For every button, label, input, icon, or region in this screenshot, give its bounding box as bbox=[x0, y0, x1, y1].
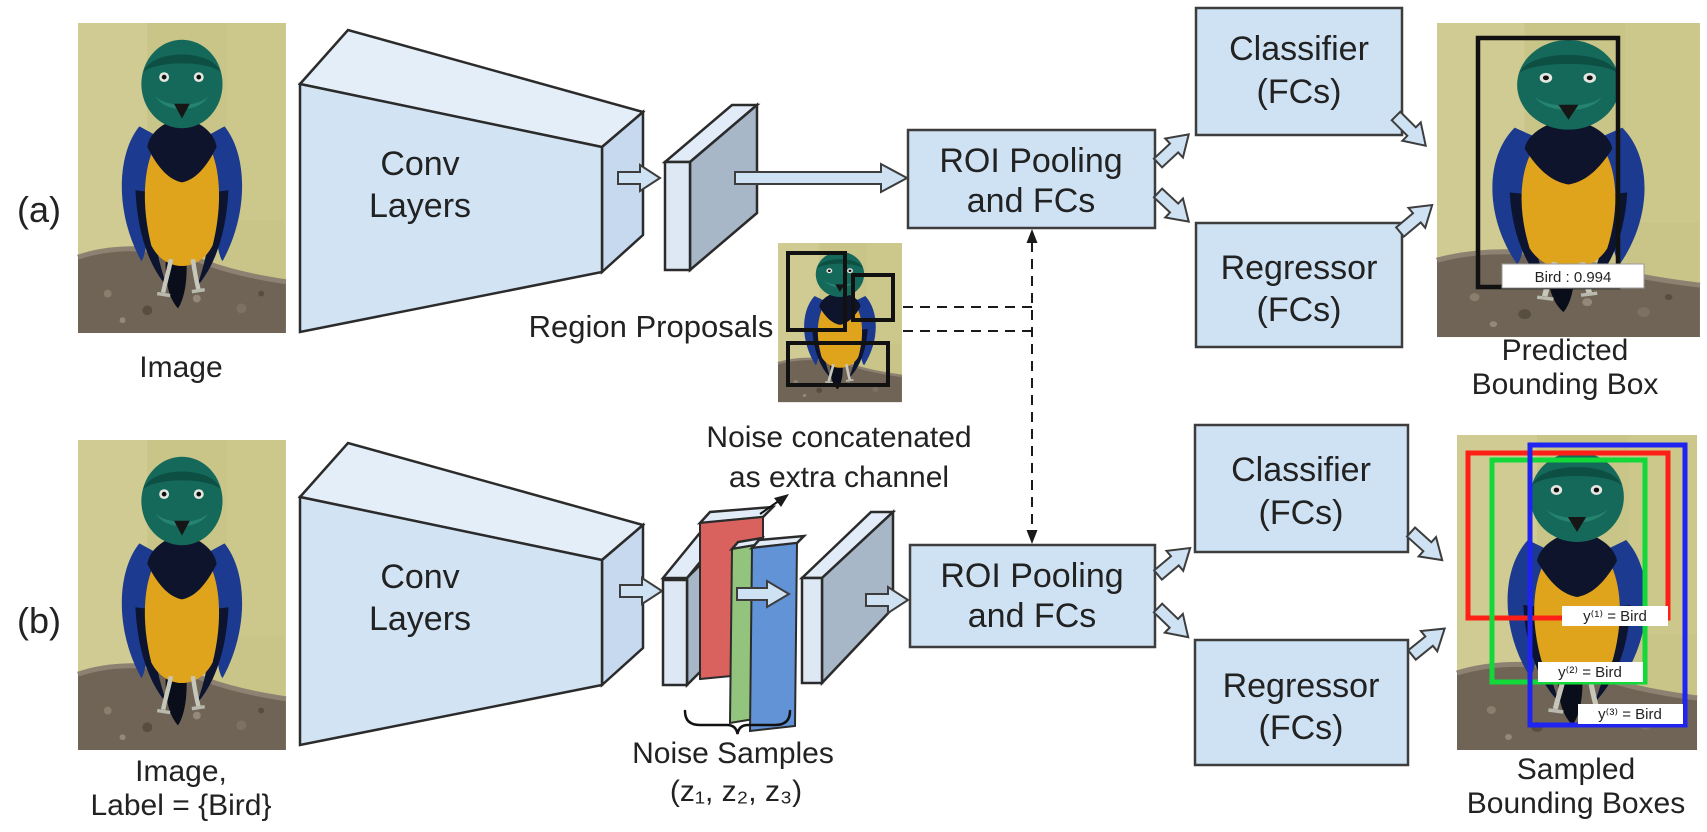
conv-layers-block-a: Conv Layers bbox=[297, 28, 646, 334]
region-proposals-label: Region Proposals bbox=[529, 309, 774, 344]
regressor-block-a: Regressor (FCs) bbox=[1194, 221, 1404, 349]
classifier-box bbox=[1193, 423, 1410, 554]
output-caption-b-line1: Sampled bbox=[1517, 753, 1635, 786]
roi-pooling-block-b: ROI Pooling and FCs bbox=[908, 543, 1157, 649]
region-proposals-thumbnail bbox=[776, 241, 904, 404]
conv-label-line1: Conv bbox=[380, 558, 459, 596]
feature-map-a bbox=[661, 102, 761, 273]
input-image-b-caption-line1: Image, bbox=[135, 755, 227, 788]
sampled-output-image: y⁽¹⁾ = Bird y⁽²⁾ = Bird y⁽³⁾ = Bird bbox=[1457, 435, 1697, 750]
noise-annotation-line1: Noise concatenated bbox=[706, 421, 971, 454]
conv-label-line2: Layers bbox=[369, 187, 471, 225]
arrow-roi-to-regressor-a bbox=[1148, 182, 1199, 233]
proposal-box-3 bbox=[786, 341, 890, 387]
proposal-box-1 bbox=[786, 251, 847, 332]
sampled-bbox-blue bbox=[1527, 442, 1688, 728]
feature-map-side-face bbox=[685, 560, 703, 689]
feature-map-front-face bbox=[661, 578, 689, 687]
classifier-block-a: Classifier (FCs) bbox=[1194, 6, 1404, 137]
panel-a-label: (a) bbox=[17, 189, 61, 230]
classifier-box bbox=[1194, 6, 1404, 137]
dashed-arrowhead-up-icon bbox=[1026, 229, 1038, 243]
arrow-regressor-to-output-b bbox=[1402, 617, 1454, 667]
noise-samples-line2: (z₁, z₂, z₃) bbox=[670, 775, 802, 808]
noise-samples-brace bbox=[683, 709, 792, 735]
output-caption-a-line1: Predicted bbox=[1502, 334, 1629, 367]
conv-label-line1: Conv bbox=[380, 145, 459, 183]
sample-tag-strip-2 bbox=[1538, 662, 1643, 682]
dashed-arrowhead-down-icon bbox=[1026, 530, 1038, 544]
regressor-label-line1: Regressor bbox=[1221, 249, 1378, 287]
proposal-box-2 bbox=[851, 273, 895, 322]
noise-concat-feature-stack bbox=[660, 505, 808, 733]
conv-front-face bbox=[298, 82, 604, 334]
roi-pooling-box bbox=[906, 128, 1157, 230]
classifier-label-line2: (FCs) bbox=[1259, 494, 1344, 532]
classifier-label-line2: (FCs) bbox=[1257, 73, 1342, 111]
arrow-classifier-to-output-b bbox=[1401, 521, 1452, 571]
regressor-label-line1: Regressor bbox=[1223, 667, 1380, 705]
arrow-roi-to-classifier-b bbox=[1148, 537, 1200, 586]
roi-label-line1: ROI Pooling bbox=[939, 142, 1122, 180]
regressor-label-line2: (FCs) bbox=[1259, 709, 1344, 747]
roi-label-line2: and FCs bbox=[967, 182, 1096, 220]
sample-tag-text-1: y⁽¹⁾ = Bird bbox=[1583, 608, 1647, 625]
output-caption-b-line2: Bounding Boxes bbox=[1467, 787, 1686, 820]
input-image-a bbox=[78, 23, 286, 333]
conv-front-face bbox=[298, 495, 604, 747]
panel-b-label: (b) bbox=[17, 600, 61, 641]
regressor-block-b: Regressor (FCs) bbox=[1193, 638, 1410, 767]
sample-tag-text-2: y⁽²⁾ = Bird bbox=[1558, 664, 1622, 681]
classifier-label-line1: Classifier bbox=[1229, 30, 1369, 68]
predicted-output-image: Bird : 0.994 bbox=[1437, 23, 1700, 337]
roi-label-line2: and FCs bbox=[968, 597, 1097, 635]
conv-label-line2: Layers bbox=[369, 600, 471, 638]
feature-map-front-face bbox=[663, 160, 692, 272]
regressor-box bbox=[1193, 638, 1410, 767]
sample-tag-strip-1 bbox=[1562, 606, 1668, 626]
input-image-b bbox=[78, 440, 286, 750]
regressor-box bbox=[1194, 221, 1404, 349]
noise-samples-line1: Noise Samples bbox=[632, 737, 834, 770]
noise-annotation-arrowhead-icon bbox=[774, 494, 789, 507]
proposal-dashed-connectors bbox=[903, 229, 1038, 544]
conv-layers-block-b: Conv Layers bbox=[297, 441, 646, 747]
output-caption-a-line2: Bounding Box bbox=[1472, 368, 1659, 401]
feature-map-front-face bbox=[800, 576, 824, 685]
regressor-label-line2: (FCs) bbox=[1257, 291, 1342, 329]
input-image-a-caption: Image bbox=[139, 351, 222, 384]
prediction-tag-strip bbox=[1501, 263, 1645, 289]
classifier-block-b: Classifier (FCs) bbox=[1193, 423, 1410, 554]
classifier-label-line1: Classifier bbox=[1231, 451, 1371, 489]
noise-channel-blue bbox=[748, 541, 799, 733]
sample-tag-strip-3 bbox=[1578, 704, 1683, 724]
roi-label-line1: ROI Pooling bbox=[940, 557, 1123, 595]
input-image-b-caption-line2: Label = {Bird} bbox=[91, 789, 272, 822]
arrow-roi-to-classifier-a bbox=[1148, 123, 1199, 174]
sample-tag-text-3: y⁽³⁾ = Bird bbox=[1598, 706, 1662, 723]
concatenated-feature-map bbox=[798, 509, 897, 687]
roi-pooling-block-a: ROI Pooling and FCs bbox=[906, 128, 1157, 230]
roi-pooling-box bbox=[908, 543, 1157, 649]
arrow-featuremap-to-roi-a bbox=[734, 163, 908, 193]
prediction-tag-text: Bird : 0.994 bbox=[1535, 269, 1612, 286]
noise-annotation-line2: as extra channel bbox=[729, 461, 949, 494]
